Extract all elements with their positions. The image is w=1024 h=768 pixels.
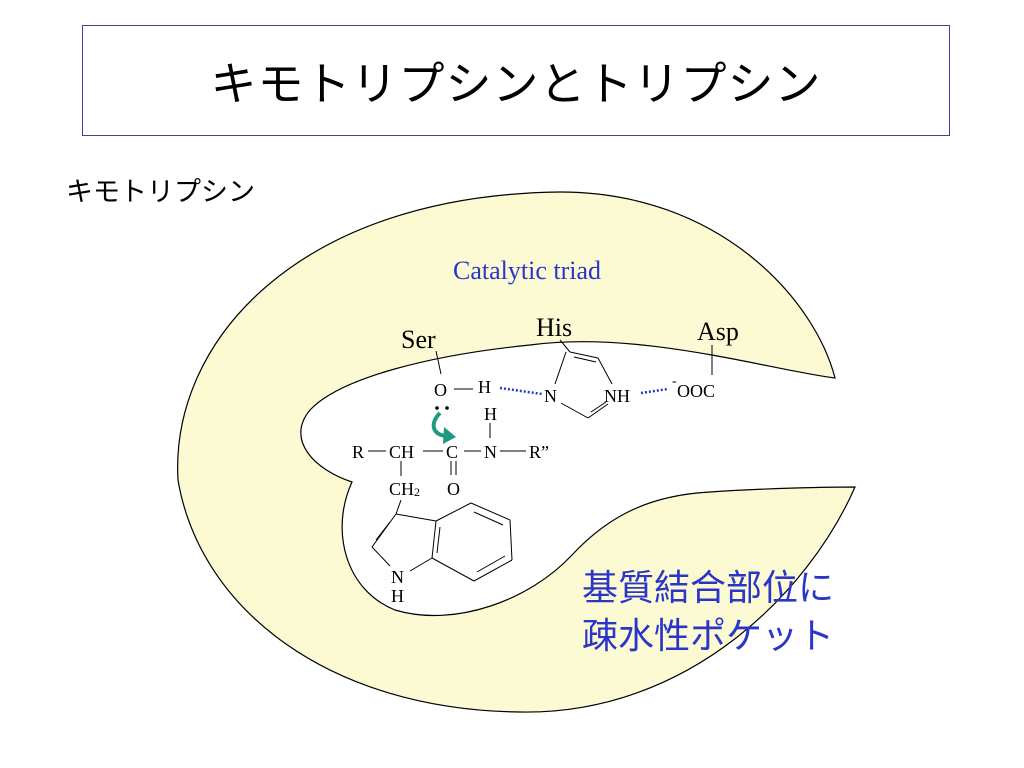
enzyme-pocket-shape bbox=[177, 191, 856, 713]
ch2-ch: CH bbox=[389, 479, 414, 499]
minus-sign: - bbox=[672, 374, 677, 389]
amide-hydrogen: H bbox=[484, 404, 497, 424]
carbonyl-carbon: C bbox=[446, 442, 458, 462]
r-left: R bbox=[352, 442, 364, 462]
lone-pair-dot-1 bbox=[435, 406, 439, 410]
nucleophilic-arrowhead bbox=[443, 427, 456, 444]
indole-ring bbox=[371, 502, 513, 582]
his-bond bbox=[559, 339, 571, 353]
asp-carboxylate: OOC bbox=[677, 381, 715, 401]
h-bond-his-asp bbox=[640, 387, 669, 395]
slide-title: キモトリプシンとトリプシン bbox=[210, 56, 822, 111]
triad-label: Catalytic triad bbox=[453, 256, 601, 285]
pocket-note-line-1: 基質結合部位に bbox=[582, 568, 835, 609]
ser-bond bbox=[435, 350, 442, 375]
ch2-group: CH2 bbox=[389, 479, 420, 499]
title-box: キモトリプシンとトリプシン bbox=[82, 25, 950, 136]
ch2-subscript: 2 bbox=[414, 485, 420, 499]
ser-hydrogen: H bbox=[478, 377, 491, 397]
asp-label: Asp bbox=[697, 317, 739, 346]
slide-subtitle: キモトリプシン bbox=[66, 177, 255, 208]
pocket-note-line-2: 疎水性ポケット bbox=[582, 616, 835, 657]
indole-hydrogen: H bbox=[391, 586, 404, 606]
amide-nitrogen: N bbox=[484, 442, 497, 462]
indole-nitrogen: N bbox=[391, 567, 404, 587]
ch2-ring-bond bbox=[395, 499, 402, 515]
ser-label: Ser bbox=[401, 325, 436, 354]
alpha-ch: CH bbox=[389, 442, 414, 462]
his-nitrogen-1: N bbox=[544, 386, 557, 406]
his-nitrogen-2: NH bbox=[604, 386, 630, 406]
carbonyl-oxygen: O bbox=[447, 479, 460, 499]
imidazole-ring bbox=[554, 351, 613, 419]
his-label: His bbox=[536, 313, 572, 342]
ser-oxygen: O bbox=[434, 380, 447, 400]
lone-pair-dot-2 bbox=[445, 406, 449, 410]
h-bond-ser-his bbox=[499, 386, 543, 396]
pocket-note: 基質結合部位に 疎水性ポケット bbox=[582, 565, 834, 661]
r-right: R” bbox=[529, 442, 549, 462]
